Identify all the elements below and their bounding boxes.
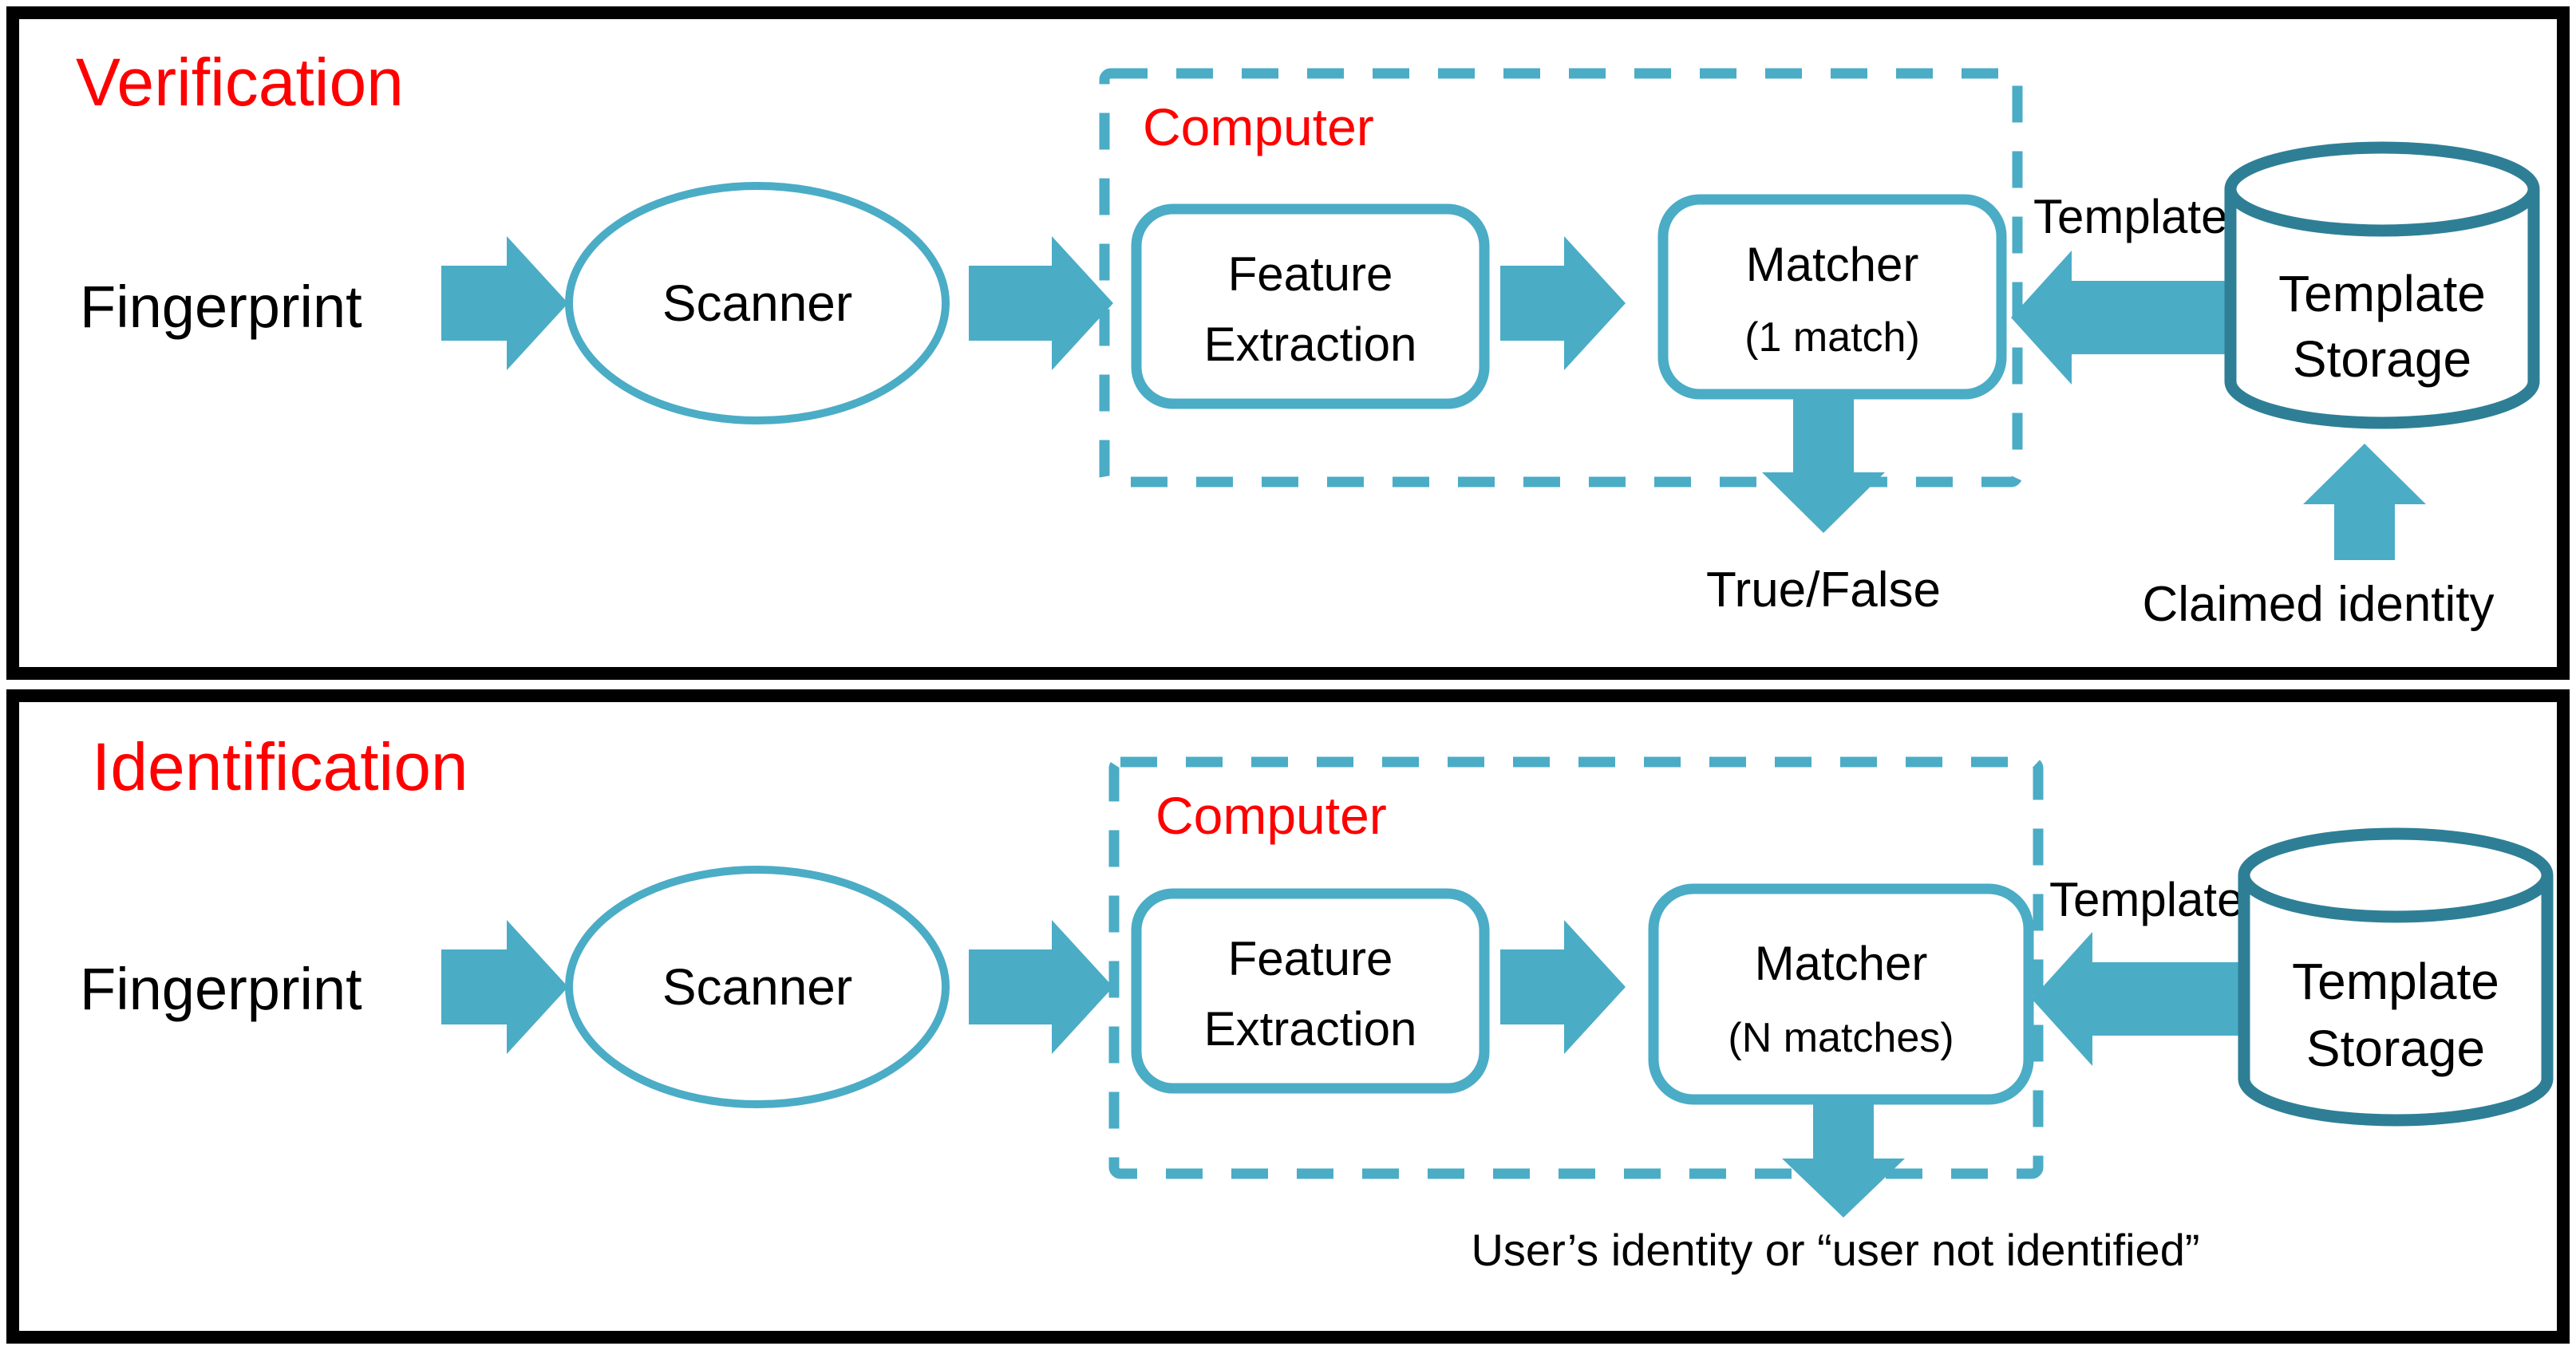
matcher-label-line1: Matcher xyxy=(1755,937,1928,990)
template-storage-cylinder-top xyxy=(2224,141,2540,237)
template-storage-cylinder-body xyxy=(2224,189,2540,429)
fingerprint-label: Fingerprint xyxy=(80,274,362,340)
matcher-box xyxy=(1657,194,2007,400)
feature-extraction-box xyxy=(1131,203,1490,409)
matcher-label-line2: (1 match) xyxy=(1744,314,1920,361)
up-arrow-icon xyxy=(2303,444,2426,560)
matcher-label-line1: Matcher xyxy=(1746,238,1919,291)
right-arrow-icon xyxy=(1500,920,1626,1054)
left-arrow-icon xyxy=(2032,932,2246,1066)
feature-extraction-label-line2: Extraction xyxy=(1204,1002,1417,1056)
identification-title: Identification xyxy=(92,729,468,804)
left-arrow-icon xyxy=(2011,251,2228,385)
feature-extraction-box xyxy=(1131,888,1490,1094)
fingerprint-label: Fingerprint xyxy=(80,956,362,1022)
matcher-label-line2: (N matches) xyxy=(1728,1015,1954,1061)
right-arrow-icon xyxy=(441,236,568,370)
scanner-ellipse xyxy=(565,866,950,1108)
computer-label: Computer xyxy=(1156,786,1387,845)
right-arrow-icon xyxy=(441,920,568,1054)
claimed-identity-label: Claimed identity xyxy=(2142,577,2494,632)
feature-extraction-label-line1: Feature xyxy=(1228,247,1393,301)
template-arrow-label: Template xyxy=(2033,190,2227,243)
feature-extraction-label-line2: Extraction xyxy=(1204,318,1417,371)
computer-label: Computer xyxy=(1143,97,1374,156)
template-storage-cylinder-top xyxy=(2238,827,2554,923)
template-storage-label-line1: Template xyxy=(2292,953,2499,1010)
verification-title: Verification xyxy=(76,45,404,120)
scanner-label: Scanner xyxy=(662,274,852,332)
verification-panel: Verification Fingerprint Scanner Compute… xyxy=(6,6,2570,680)
feature-extraction-label-line1: Feature xyxy=(1228,932,1393,985)
template-storage-label-line2: Storage xyxy=(2293,330,2471,388)
computer-dashed-box xyxy=(1108,756,2044,1179)
output-label: User’s identity or “user not identified” xyxy=(1471,1225,2199,1275)
right-arrow-icon xyxy=(969,236,1113,370)
template-storage-label-line1: Template xyxy=(2278,265,2486,322)
identification-panel: Identification Fingerprint Scanner Compu… xyxy=(6,689,2570,1344)
right-arrow-icon xyxy=(969,920,1113,1054)
scanner-ellipse xyxy=(565,182,950,424)
scanner-label: Scanner xyxy=(662,958,852,1016)
matcher-box xyxy=(1648,883,2034,1105)
template-storage-label-line2: Storage xyxy=(2306,1020,2485,1077)
template-arrow-label: Template xyxy=(2049,873,2243,926)
down-arrow-icon xyxy=(1762,394,1885,533)
down-arrow-icon xyxy=(1782,1103,1905,1218)
template-storage-cylinder-body xyxy=(2238,875,2554,1127)
computer-dashed-box xyxy=(1099,68,2023,488)
output-label: True/False xyxy=(1706,562,1941,618)
right-arrow-icon xyxy=(1500,236,1626,370)
